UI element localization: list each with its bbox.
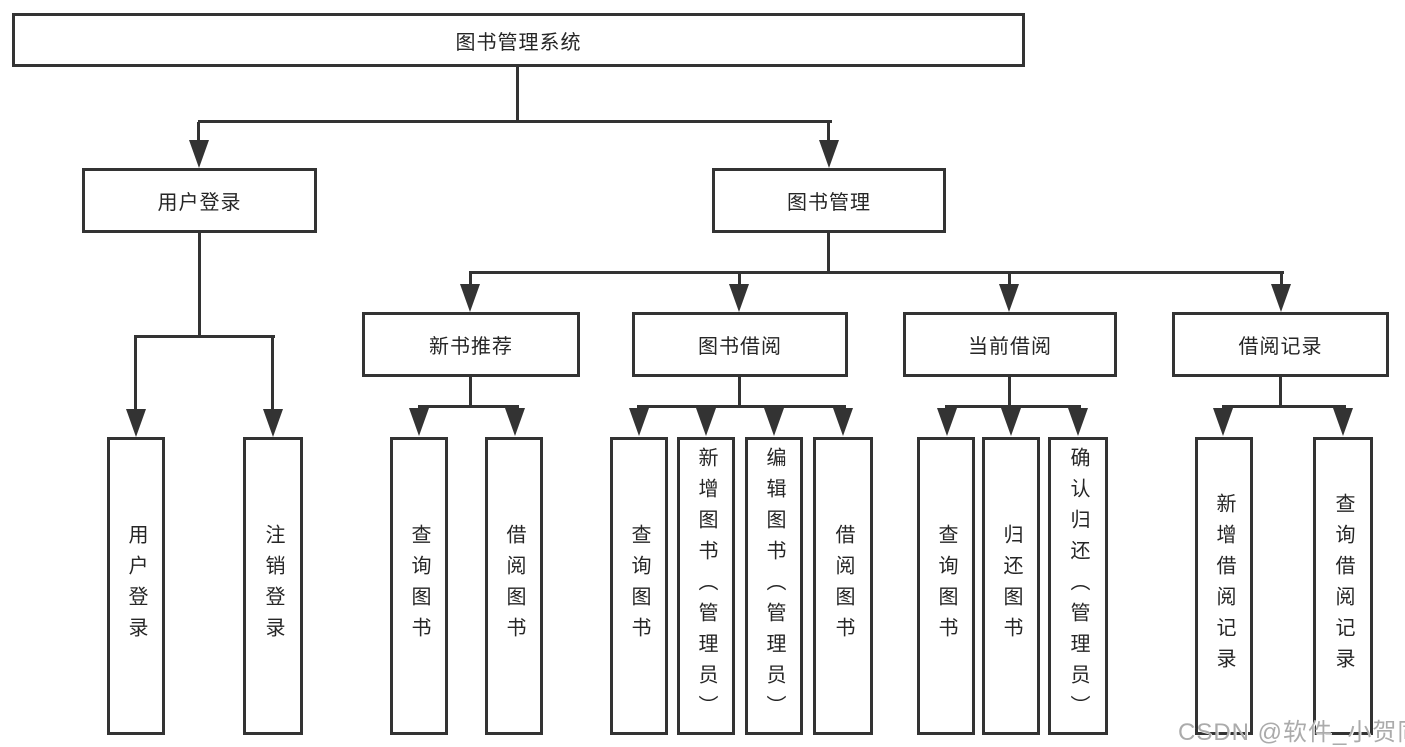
- node-borrow-records: 借阅记录: [1172, 312, 1389, 377]
- node-leaf-confirm-return-admin: 确认归还（管理员）: [1048, 437, 1108, 735]
- edge-borrow-records-rail: [1222, 405, 1346, 408]
- node-leaf-query-books: 查询图书: [917, 437, 975, 735]
- node-leaf-query-books: 查询图书: [390, 437, 448, 735]
- node-leaf-borrow-book: 借阅图书: [485, 437, 543, 735]
- arrow-down-icon: [505, 408, 525, 436]
- node-leaf-return-book: 归还图书: [982, 437, 1040, 735]
- arrow-down-icon: [729, 284, 749, 312]
- arrow-down-icon: [1333, 408, 1353, 436]
- edge-book-borrow-drop: [738, 274, 741, 286]
- node-leaf-query-borrow-record: 查询借阅记录: [1313, 437, 1373, 735]
- arrow-down-icon: [1001, 408, 1021, 436]
- arrow-down-icon: [999, 284, 1019, 312]
- arrow-down-icon: [819, 140, 839, 168]
- node-leaf-user-login: 用户登录: [107, 437, 165, 735]
- edge-borrow-records-stem: [1279, 377, 1282, 408]
- edge-current-borrow-rail: [945, 405, 1081, 408]
- arrow-down-icon: [764, 408, 784, 436]
- arrow-down-icon: [126, 409, 146, 437]
- node-leaf-query-books: 查询图书: [610, 437, 668, 735]
- edge-book-borrow-rail: [637, 405, 846, 408]
- arrow-down-icon: [1271, 284, 1291, 312]
- node-user-login: 用户登录: [82, 168, 317, 233]
- node-book-borrow: 图书借阅: [632, 312, 848, 377]
- arrow-down-icon: [1068, 408, 1088, 436]
- arrow-down-icon: [629, 408, 649, 436]
- edge-current-borrow-stem: [1008, 377, 1011, 408]
- edge-root-stem: [516, 67, 519, 120]
- edge-user-login-stem: [198, 233, 201, 338]
- edge-book-borrow-stem: [738, 377, 741, 408]
- node-leaf-add-borrow-record: 新增借阅记录: [1195, 437, 1253, 735]
- edge-logout-leaf-drop: [271, 338, 274, 409]
- node-current-borrow: 当前借阅: [903, 312, 1117, 377]
- edge-new-book-rail: [418, 405, 519, 408]
- arrow-down-icon: [263, 409, 283, 437]
- edge-user-login-drop: [197, 122, 200, 144]
- node-leaf-borrow-book: 借阅图书: [813, 437, 873, 735]
- arrow-down-icon: [833, 408, 853, 436]
- node-new-book-recommend: 新书推荐: [362, 312, 580, 377]
- edge-new-book-drop: [469, 274, 472, 286]
- edge-new-book-stem: [469, 377, 472, 408]
- arrow-down-icon: [189, 140, 209, 168]
- arrow-down-icon: [696, 408, 716, 436]
- edge-book-mgmt-drop: [827, 122, 830, 144]
- edge-login-leaf-drop: [134, 338, 137, 409]
- node-book-management: 图书管理: [712, 168, 946, 233]
- node-root: 图书管理系统: [12, 13, 1025, 67]
- edge-book-mgmt-rail: [469, 271, 1284, 274]
- node-leaf-edit-book-admin: 编辑图书（管理员）: [745, 437, 803, 735]
- edge-root-rail: [198, 120, 832, 123]
- csdn-watermark: CSDN @软件_小贺同学: [1178, 719, 1405, 746]
- node-leaf-add-book-admin: 新增图书（管理员）: [677, 437, 735, 735]
- arrow-down-icon: [1213, 408, 1233, 436]
- node-leaf-logout: 注销登录: [243, 437, 303, 735]
- arrow-down-icon: [409, 408, 429, 436]
- edge-book-mgmt-stem: [827, 233, 830, 274]
- arrow-down-icon: [937, 408, 957, 436]
- edge-current-borrow-drop: [1008, 274, 1011, 286]
- arrow-down-icon: [460, 284, 480, 312]
- edge-borrow-records-drop: [1280, 274, 1283, 286]
- edge-user-login-rail: [134, 335, 275, 338]
